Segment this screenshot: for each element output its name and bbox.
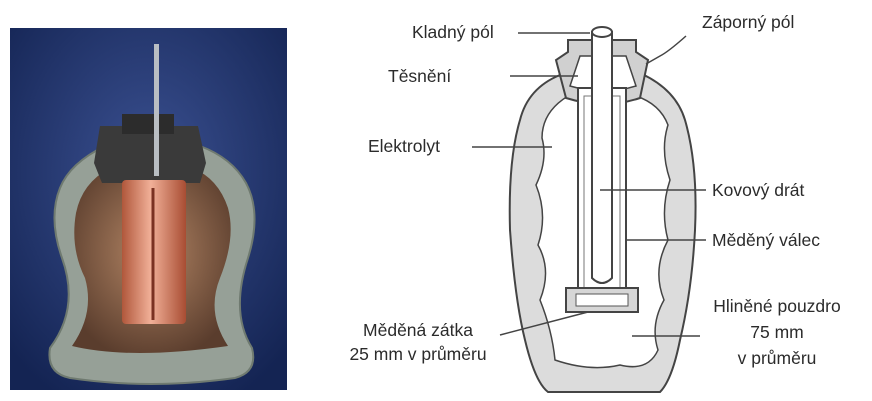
label-copper-cylinder: Měděný válec [712, 230, 820, 250]
label-seal: Těsnění [388, 66, 451, 86]
metal-wire-shape [592, 32, 612, 283]
label-copper-plug-line2: 25 mm v průměru [298, 344, 538, 364]
label-clay-case-line3: v průměru [692, 348, 862, 368]
label-metal-wire: Kovový drát [712, 180, 804, 200]
label-electrolyte: Elektrolyt [368, 136, 440, 156]
label-clay-case-line1: Hliněné pouzdro [692, 296, 862, 316]
label-negative-pole: Záporný pól [702, 12, 794, 32]
label-copper-plug-line1: Měděná zátka [318, 320, 518, 340]
leader-negative-pole [646, 36, 686, 64]
label-positive-pole: Kladný pól [412, 22, 494, 42]
label-clay-case-line2: 75 mm [692, 322, 862, 342]
